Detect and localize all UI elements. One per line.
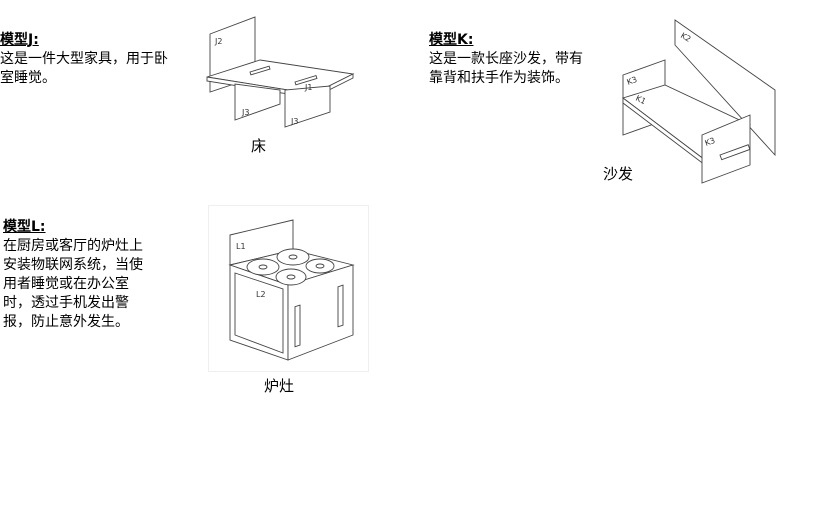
model-j-description: 模型J: 这是一件大型家具，用于卧 室睡觉。: [0, 31, 168, 88]
model-l-description: 模型L: 在厨房或客厅的炉灶上 安装物联网系统，当使 用者睡觉或在办公室 时，透…: [3, 218, 143, 332]
part-label: J3: [241, 108, 249, 117]
model-l-line: 报，防止意外发生。: [3, 314, 129, 330]
model-j-title: 模型J:: [0, 32, 39, 48]
part-label: J1: [304, 83, 312, 92]
part-label: K3: [626, 75, 639, 87]
model-l-line: 用者睡觉或在办公室: [3, 276, 129, 292]
bed-caption: 床: [251, 137, 267, 155]
model-l-line: 时，透过手机发出警: [3, 295, 129, 311]
part-label: K2: [679, 31, 692, 44]
sofa-drawing: K2 K3 K1 K3: [622, 19, 776, 184]
model-l-line: 安装物联网系统，当使: [3, 257, 143, 273]
part-label: K3: [704, 136, 717, 148]
model-l-title: 模型L:: [3, 219, 46, 235]
model-j-line: 这是一件大型家具，用于卧: [0, 51, 168, 67]
part-label: L1: [236, 242, 246, 251]
part-label: K1: [634, 94, 647, 107]
part-label: L2: [256, 290, 266, 299]
model-k-title: 模型K:: [429, 32, 474, 48]
model-k-line: 这是一款长座沙发，带有: [429, 51, 583, 67]
part-label: J2: [214, 37, 222, 46]
bed-drawing: J2 J1 J3 J3: [206, 16, 355, 128]
sofa-caption: 沙发: [603, 165, 634, 183]
model-j-line: 室睡觉。: [0, 70, 56, 86]
model-k-line: 靠背和扶手作为装饰。: [429, 70, 569, 86]
stove-caption: 炉灶: [264, 377, 295, 395]
model-k-description: 模型K: 这是一款长座沙发，带有 靠背和扶手作为装饰。: [429, 31, 583, 88]
part-label: J3: [290, 117, 298, 126]
stove-drawing: L1 L2: [208, 205, 369, 372]
model-l-line: 在厨房或客厅的炉灶上: [3, 238, 143, 254]
